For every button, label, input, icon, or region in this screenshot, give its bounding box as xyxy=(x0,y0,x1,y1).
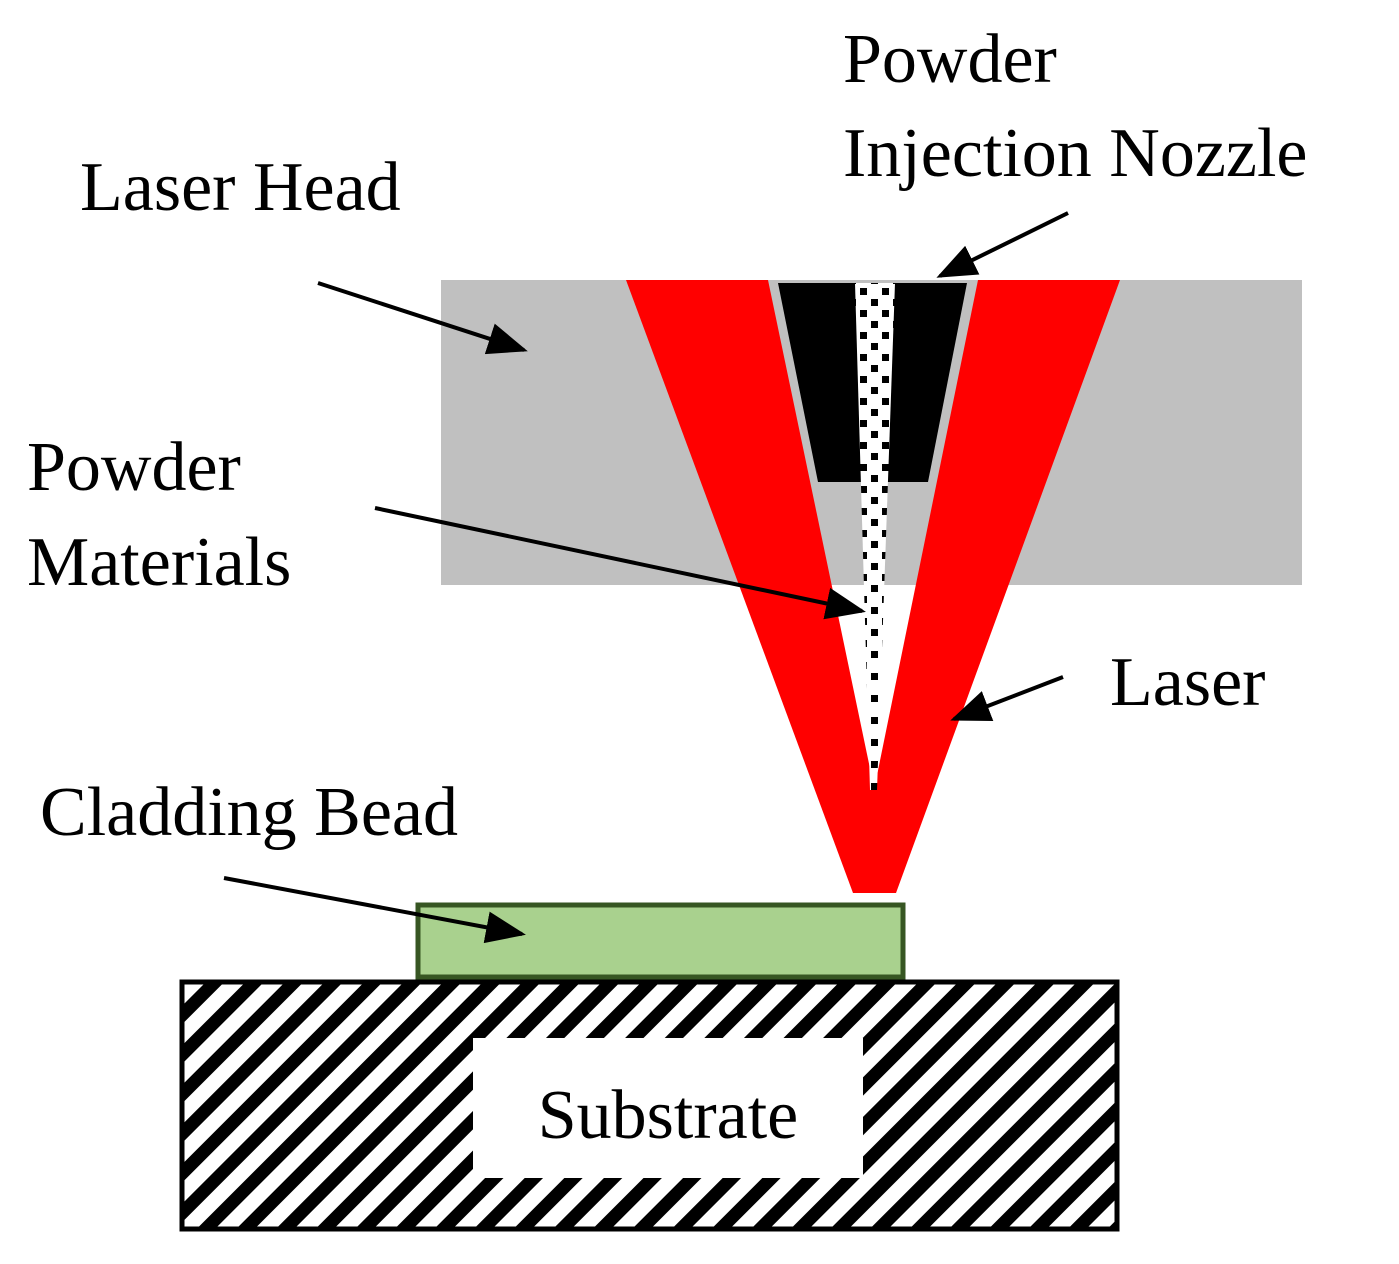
arrow-powder-injection-nozzle xyxy=(936,211,1069,278)
label-laser: Laser xyxy=(1110,644,1265,721)
laser-beam-right xyxy=(853,280,1120,893)
arrow-powder-materials xyxy=(374,506,866,620)
arrow-cladding-bead xyxy=(223,876,526,944)
arrow-laser-head xyxy=(317,281,528,355)
label-cladding-bead: Cladding Bead xyxy=(40,774,458,851)
cladding-bead xyxy=(415,902,906,980)
arrow-laser xyxy=(950,675,1064,721)
label-powder-materials-line2: Materials xyxy=(27,524,291,601)
label-powder-nozzle-line1: Powder xyxy=(843,21,1057,98)
laser-beam-left xyxy=(626,280,896,893)
label-substrate: Substrate xyxy=(538,1077,799,1154)
label-powder-materials-line1: Powder xyxy=(27,429,241,506)
label-powder-nozzle-line2: Injection Nozzle xyxy=(843,115,1308,192)
powder-stream xyxy=(855,283,895,790)
substrate-label-box xyxy=(473,1038,863,1178)
label-laser-head: Laser Head xyxy=(80,149,401,226)
